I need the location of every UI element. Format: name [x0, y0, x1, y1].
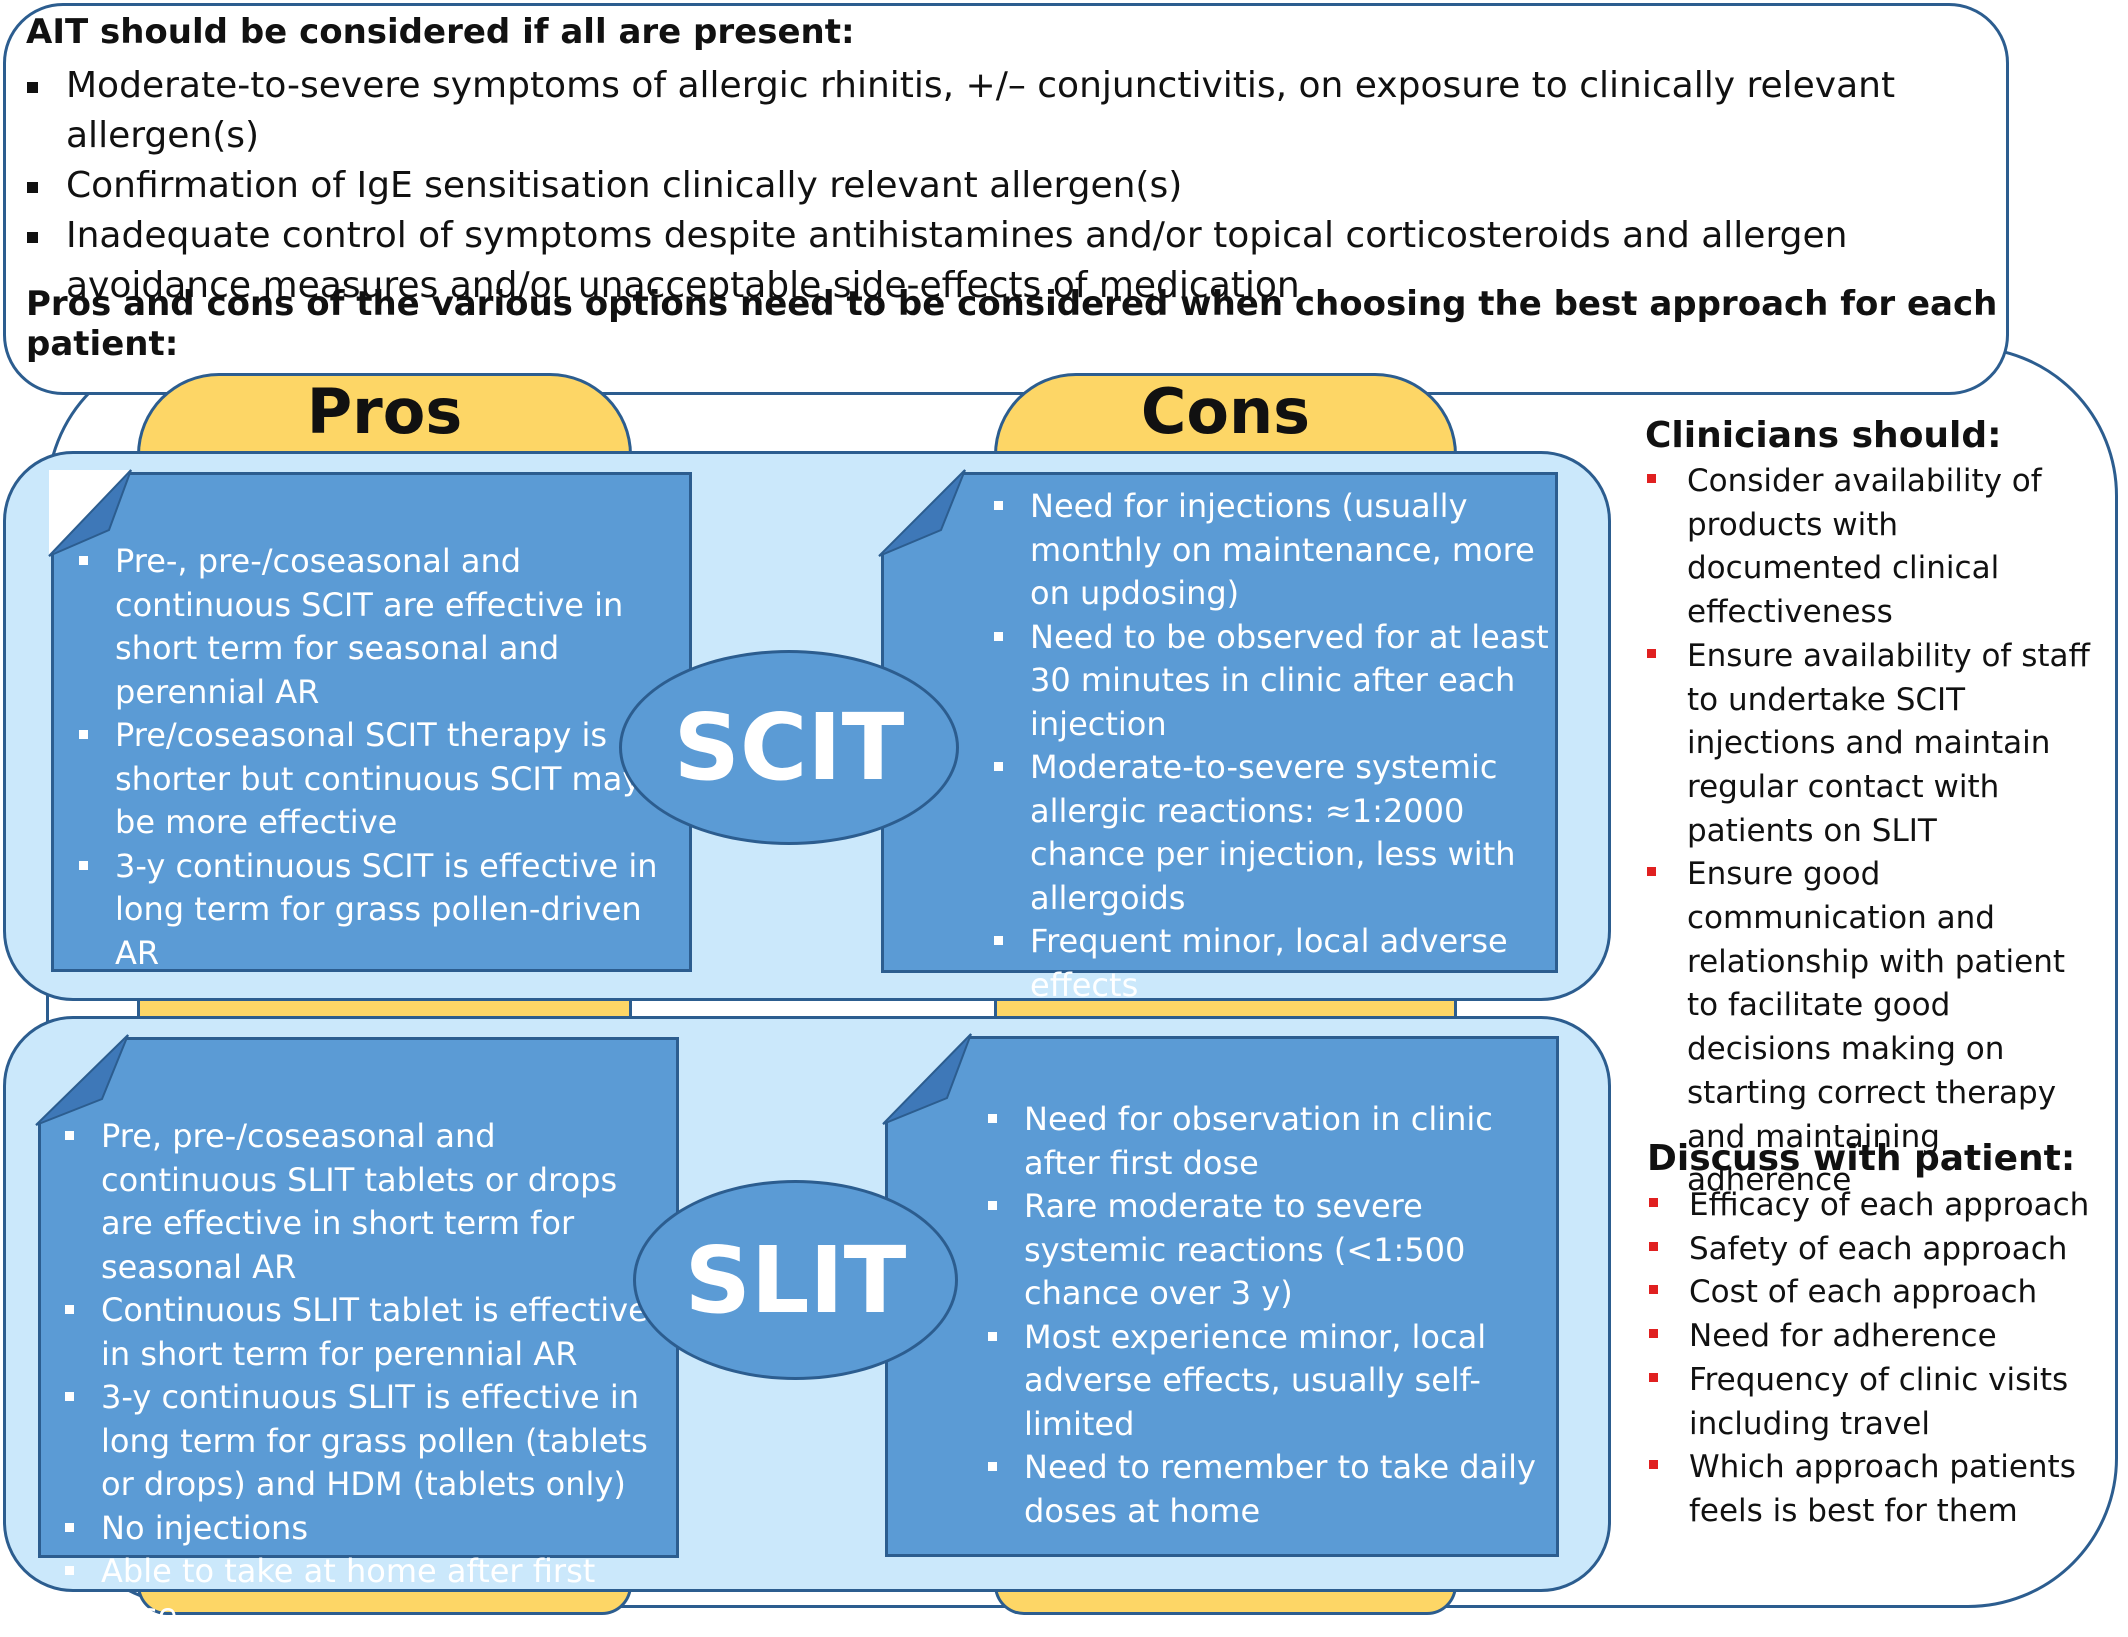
- clinicians-list: Consider availability of products with d…: [1644, 460, 2099, 1203]
- scit-cons-list: Need for injections (usually monthly on …: [990, 485, 1550, 1007]
- slit-cons-item: Most experience minor, local adverse eff…: [984, 1316, 1549, 1447]
- slit-pros-fold: [35, 1034, 129, 1126]
- clinicians-heading: Clinicians should:: [1645, 415, 2002, 456]
- patient-item: Frequency of clinic visits including tra…: [1646, 1359, 2101, 1446]
- scit-cons-item: Moderate-to-severe systemic allergic rea…: [990, 746, 1550, 920]
- criteria-list: Moderate-to-severe symptoms of allergic …: [3, 61, 2003, 311]
- patient-item: Safety of each approach: [1646, 1228, 2101, 1272]
- slit-pros-item: 3-y continuous SLIT is effective in long…: [61, 1376, 671, 1507]
- scit-pros-item: 3-y continuous SCIT is effective in long…: [75, 845, 675, 976]
- cons-tab: Cons: [994, 373, 1457, 455]
- slit-cons-item: Need for observation in clinic after fir…: [984, 1098, 1549, 1185]
- slit-pros-item: Able to take at home after first dose: [61, 1550, 671, 1637]
- scit-cons-item: Need for injections (usually monthly on …: [990, 485, 1550, 616]
- pros-tab: Pros: [137, 373, 632, 455]
- criteria-heading: AIT should be considered if all are pres…: [26, 12, 855, 52]
- scit-pros-list: Pre-, pre-/coseasonal and continuous SCI…: [75, 540, 675, 975]
- scit-pros-item: Pre-, pre-/coseasonal and continuous SCI…: [75, 540, 675, 714]
- patient-item: Cost of each approach: [1646, 1271, 2101, 1315]
- slit-cons-card: [885, 1036, 1559, 1557]
- clinicians-item: Ensure good communication and relationsh…: [1644, 853, 2099, 1203]
- slit-oval: SLIT: [633, 1180, 958, 1380]
- slit-pros-item: Continuous SLIT tablet is effective in s…: [61, 1289, 671, 1376]
- slit-cons-list: Need for observation in clinic after fir…: [984, 1098, 1549, 1533]
- cons-tab-label: Cons: [1140, 375, 1311, 448]
- criteria-box: [3, 3, 2009, 395]
- scit-cons-item: Frequent minor, local adverse effects: [990, 920, 1550, 1007]
- patient-item: Which approach patients feels is best fo…: [1646, 1446, 2101, 1533]
- scit-cons-fold: [878, 469, 966, 557]
- slit-pros-item: Pre, pre-/coseasonal and continuous SLIT…: [61, 1115, 671, 1289]
- criteria-item: Moderate-to-severe symptoms of allergic …: [3, 61, 2003, 161]
- scit-cons-card: [881, 472, 1558, 973]
- clinicians-item: Consider availability of products with d…: [1644, 460, 2099, 635]
- criteria-item: Confirmation of IgE sensitisation clinic…: [3, 161, 2003, 211]
- scit-pros-item: Pre/coseasonal SCIT therapy is shorter b…: [75, 714, 675, 845]
- pros-tab-label: Pros: [306, 375, 463, 448]
- patient-item: Need for adherence: [1646, 1315, 2101, 1359]
- slit-cons-fold: [882, 1033, 972, 1125]
- slit-pros-item: No injections: [61, 1507, 671, 1551]
- slit-cons-item: Rare moderate to severe systemic reactio…: [984, 1185, 1549, 1316]
- clinicians-item: Ensure availability of staff to undertak…: [1644, 635, 2099, 854]
- patient-list: Efficacy of each approach Safety of each…: [1646, 1184, 2101, 1534]
- patient-item: Efficacy of each approach: [1646, 1184, 2101, 1228]
- scit-cons-item: Need to be observed for at least 30 minu…: [990, 616, 1550, 747]
- slit-pros-card: [38, 1037, 679, 1558]
- slit-pros-list: Pre, pre-/coseasonal and continuous SLIT…: [61, 1115, 671, 1637]
- pros-cons-heading: Pros and cons of the various options nee…: [26, 284, 1998, 364]
- criteria-item: Inadequate control of symptoms despite a…: [3, 211, 1966, 311]
- scit-pros-card: [51, 472, 692, 972]
- scit-oval: SCIT: [619, 650, 959, 845]
- scit-pros-fold: [48, 469, 132, 557]
- slit-cons-item: Need to remember to take daily doses at …: [984, 1446, 1549, 1533]
- patient-heading: Discuss with patient:: [1647, 1138, 2076, 1179]
